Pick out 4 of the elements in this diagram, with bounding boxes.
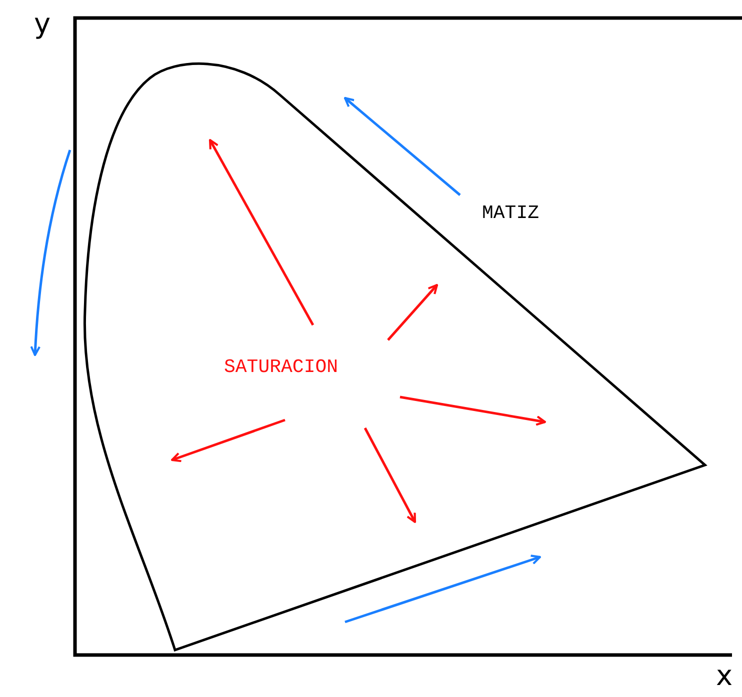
saturation-label: SATURACION bbox=[224, 358, 338, 377]
hue-label: MATIZ bbox=[482, 204, 540, 223]
axis-label: y bbox=[34, 10, 51, 38]
axis-label: x bbox=[716, 662, 733, 690]
